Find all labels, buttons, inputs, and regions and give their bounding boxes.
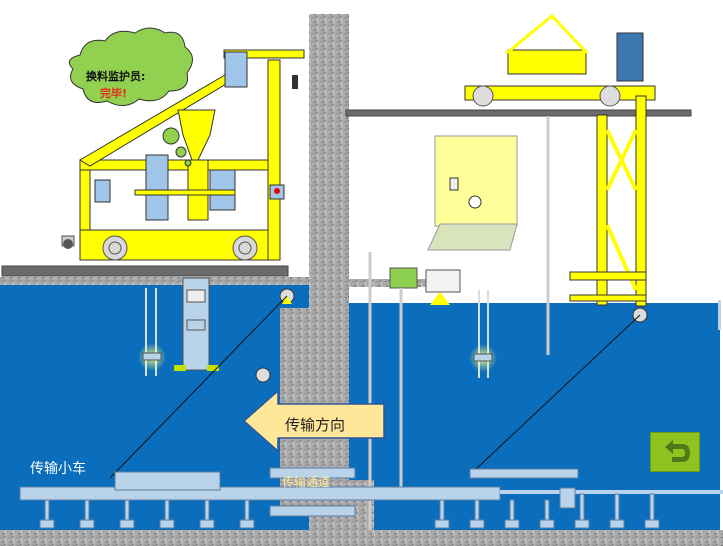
pulley-left-lower (255, 367, 271, 383)
refueling-mast (174, 277, 219, 371)
reactor-floor-slab (0, 277, 310, 285)
transfer-direction-arrow (242, 389, 385, 453)
support-legs (39, 493, 660, 529)
right-underwater-ladder (469, 290, 497, 378)
fuel-pool-rim (718, 300, 721, 330)
speech-bubble (68, 27, 193, 167)
fuel-side-cart (469, 468, 579, 479)
back-button[interactable] (650, 432, 700, 472)
bubble-speaker: 换料监护员: (86, 70, 146, 83)
bubble-status: 完毕! (100, 87, 128, 100)
reactor-side-cart (114, 471, 221, 491)
refueling-machine (61, 49, 305, 261)
transfer-direction-label: 传输方向 (285, 416, 346, 434)
pool-pump-group (368, 252, 461, 530)
containment-wall (309, 14, 349, 530)
control-room (427, 135, 518, 251)
fuel-handling-crane (464, 13, 656, 355)
return-arrow-icon (665, 440, 690, 462)
fuel-building-rail (345, 109, 692, 117)
floor-concrete (0, 530, 723, 546)
left-underwater-ladder (138, 288, 166, 376)
transfer-channel-label: 传输通道 (282, 475, 331, 489)
transfer-cart-label: 传输小车 (30, 461, 86, 477)
reactor-rail (1, 265, 289, 277)
